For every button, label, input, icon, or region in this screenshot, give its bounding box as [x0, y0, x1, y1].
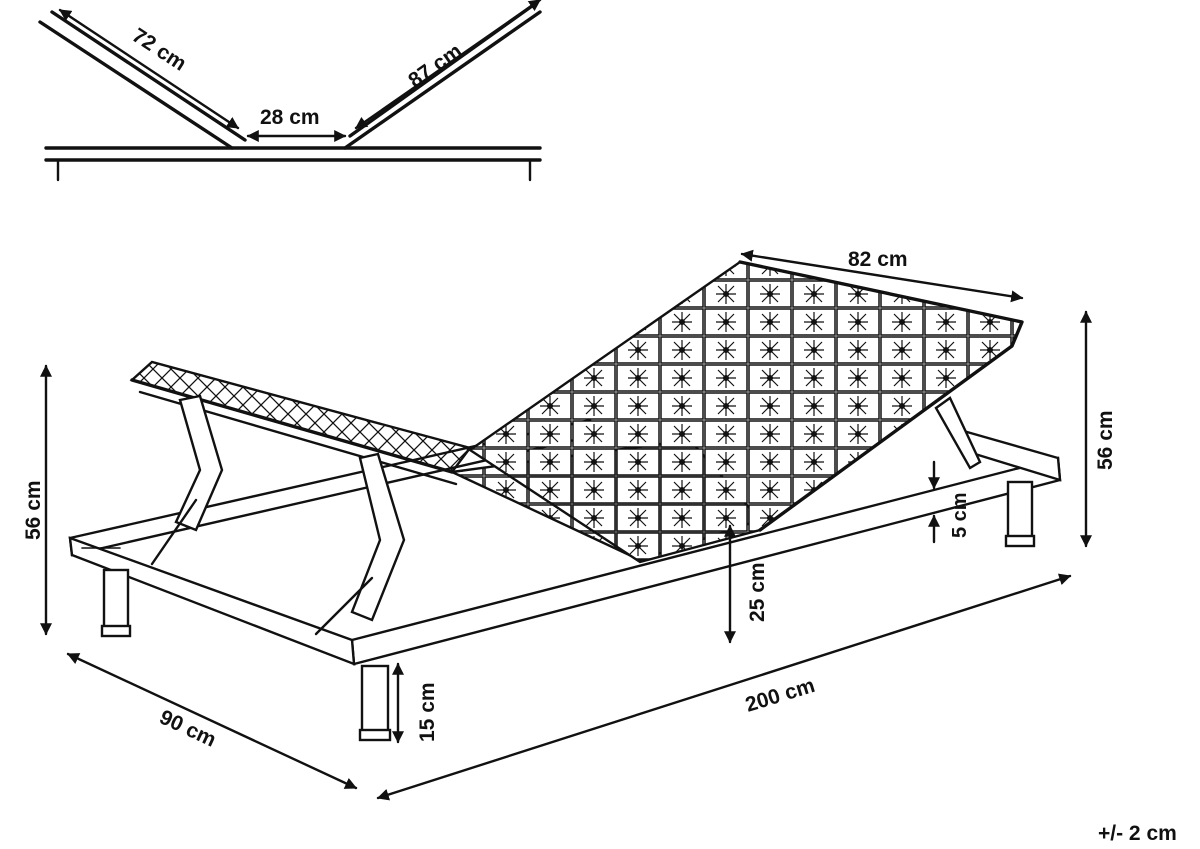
profile-center-label: 28 cm [260, 106, 320, 129]
gap-label: 5 cm [949, 492, 971, 538]
leg-front-right [1006, 480, 1034, 540]
width-arrow [66, 652, 358, 790]
side-profile: 72 cm 28 cm 87 cm [38, 0, 542, 182]
profile-right-segment-outer [343, 10, 542, 150]
profile-right-dimension-arrow [354, 0, 542, 130]
left-height-label: 56 cm [22, 480, 45, 540]
head-support [934, 396, 982, 470]
length-arrow [376, 573, 1072, 801]
right-height-label: 56 cm [1094, 410, 1117, 470]
foot-section-mesh [129, 360, 473, 474]
length-label: 200 cm [743, 674, 818, 717]
leg-height-label: 15 cm [416, 682, 439, 742]
leg-front-right-cap [1004, 534, 1036, 548]
profile-left-dimension-arrow [58, 8, 240, 130]
width-label: 90 cm [156, 706, 220, 752]
foot-actuator-right [314, 576, 374, 636]
leg-back-left [102, 568, 130, 630]
leg-front-left [360, 664, 390, 734]
foot-support-left [174, 394, 224, 532]
foot-actuator-left [150, 498, 198, 566]
head-width-label: 82 cm [848, 248, 908, 271]
frame-height-label: 25 cm [746, 562, 769, 622]
tolerance-note: +/- 2 cm [1098, 822, 1177, 845]
leg-front-left-cap [358, 728, 392, 742]
head-width-arrow [740, 249, 1024, 303]
foot-section-edge [130, 378, 454, 474]
bed-illustration: 82 cm 56 cm 56 cm 5 cm 25 cm 15 cm 90 cm… [22, 248, 1117, 801]
leg-back-left-cap [100, 624, 132, 638]
